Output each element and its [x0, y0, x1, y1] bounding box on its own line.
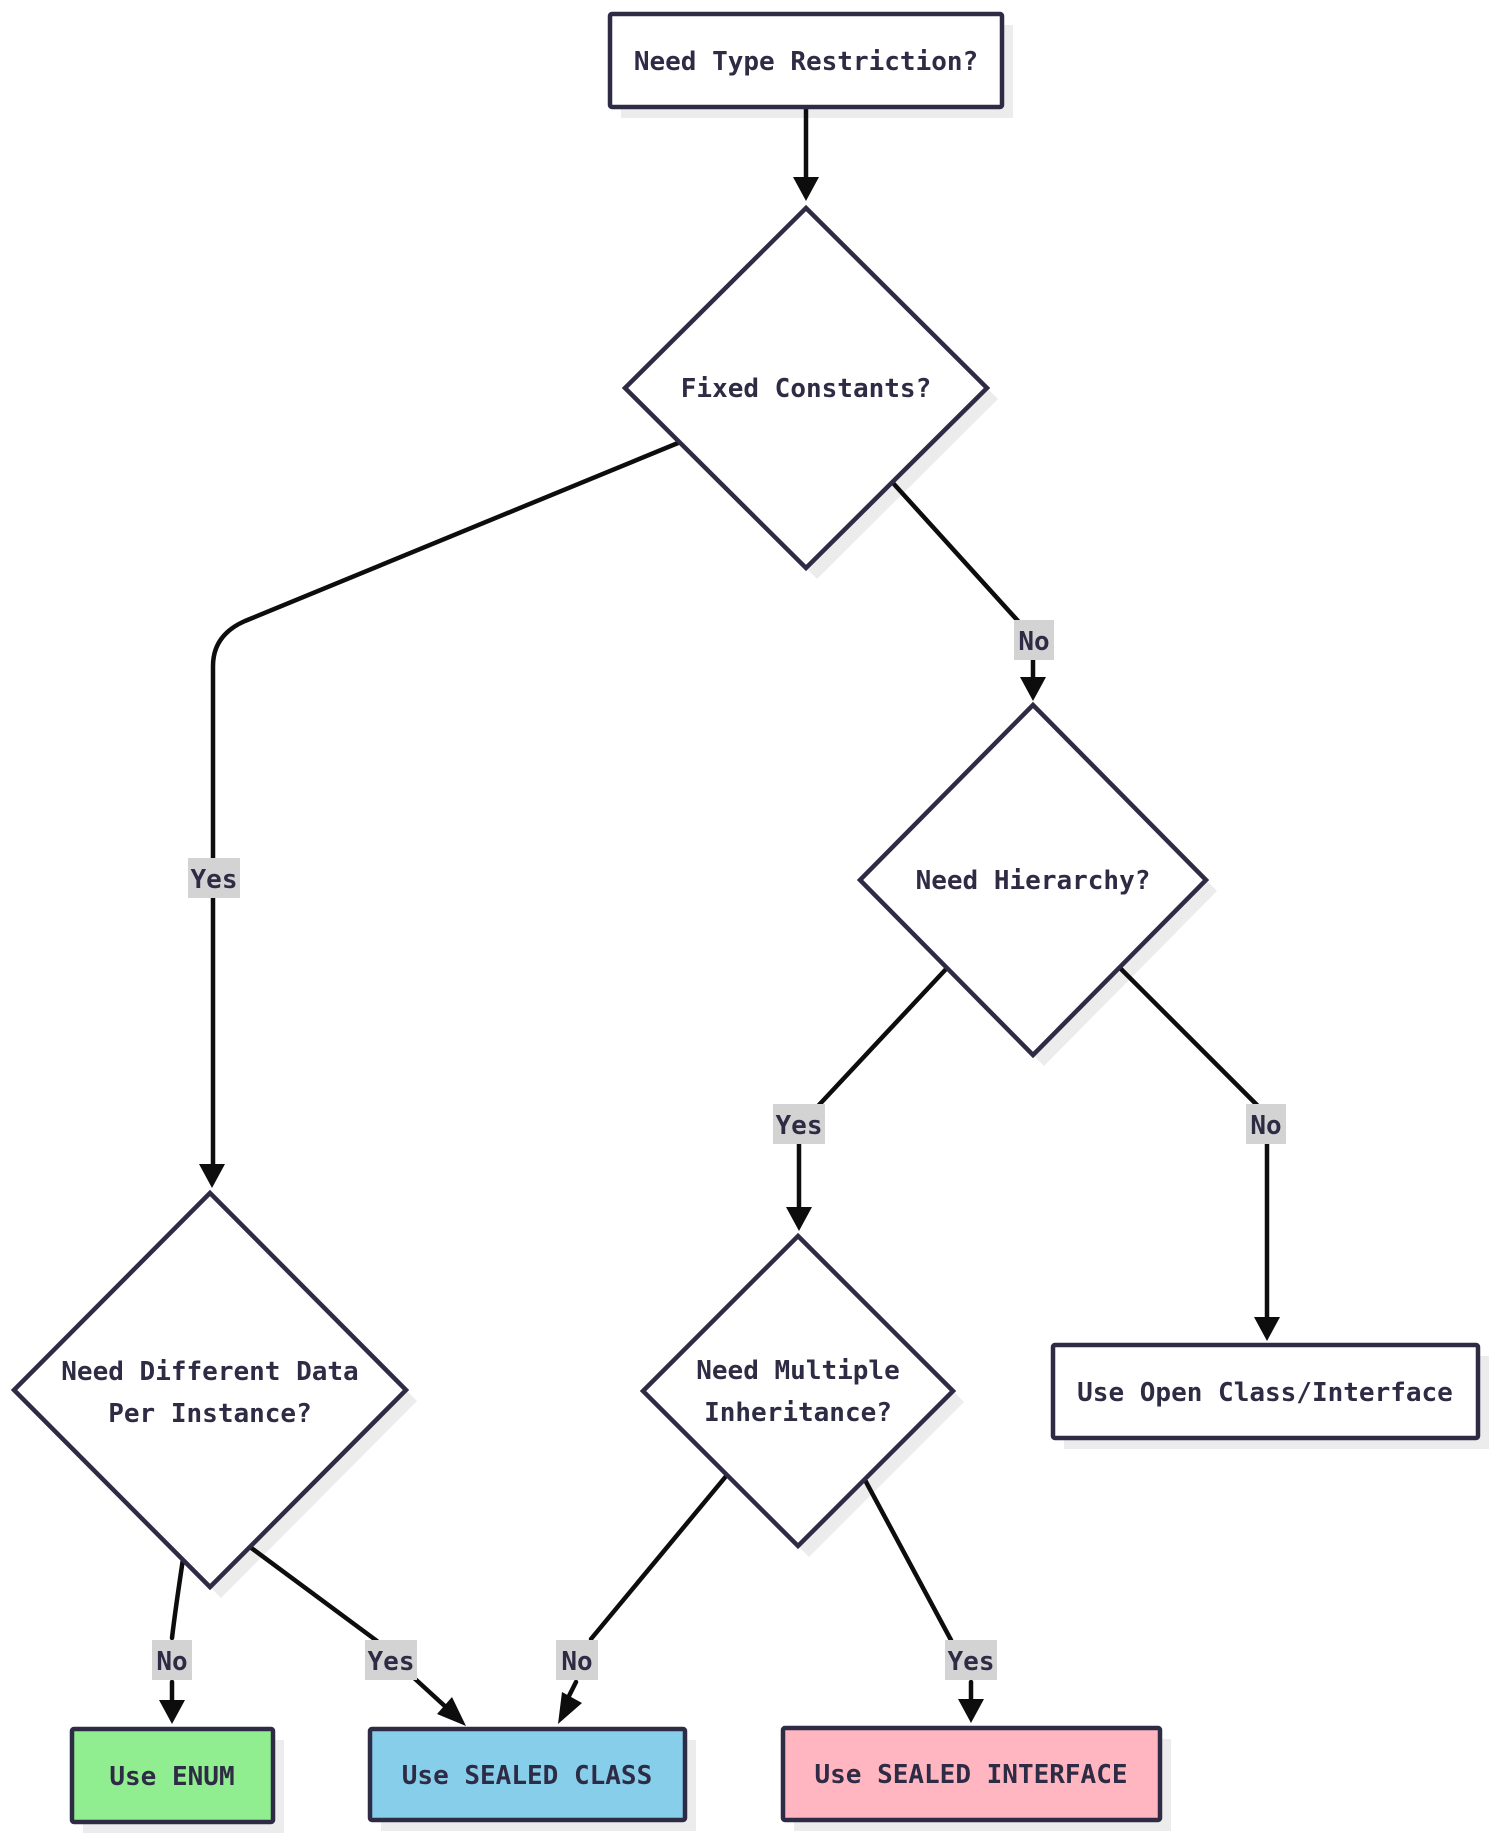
- edge-label-text: No: [1250, 1111, 1281, 1141]
- node-fixed-constants: Fixed Constants?: [621, 204, 991, 572]
- edges: [159, 104, 1280, 1726]
- edge-label-need-hierarchy-yes: Yes: [773, 1104, 825, 1144]
- edge-label-bg: [945, 1640, 997, 1680]
- node-label-line2: Inheritance?: [704, 1398, 892, 1428]
- node-use-sealed-interface: Use SEALED INTERFACE: [780, 1725, 1163, 1823]
- edge-labels: Yes No Yes No No Yes No Yes: [152, 620, 1286, 1680]
- edge-fixed-constants-yes: [210, 440, 681, 1173]
- node-label: Use SEALED INTERFACE: [814, 1760, 1127, 1790]
- edge-label-text: Yes: [191, 865, 238, 895]
- edge-label-bg: [773, 1104, 825, 1144]
- edge-label-text: Yes: [776, 1111, 823, 1141]
- arrowhead-down-icon: [1020, 677, 1046, 701]
- process-box: [607, 11, 1005, 110]
- nodes: Need Type Restriction? Fixed Constants? …: [10, 11, 1481, 1825]
- arrowhead-down-left-icon: [558, 1692, 582, 1724]
- result-box: [780, 1725, 1163, 1823]
- node-label: Use SEALED CLASS: [402, 1761, 652, 1791]
- edge-label-text: No: [156, 1647, 187, 1677]
- arrowhead-down-icon: [199, 1164, 225, 1188]
- node-need-hierarchy: Need Hierarchy?: [856, 701, 1210, 1059]
- edge-label-need-multiple-inheritance-no: No: [556, 1640, 598, 1680]
- node-need-different-data: Need Different Data Per Instance?: [10, 1189, 410, 1591]
- result-box: [367, 1726, 688, 1823]
- edge-need-multiple-inheritance-yes: [862, 1477, 954, 1643]
- edge-label-fixed-constants-no: No: [1014, 620, 1054, 660]
- decision-diamond: [639, 1232, 957, 1550]
- node-label: Fixed Constants?: [681, 374, 931, 404]
- node-need-multiple-inheritance: Need Multiple Inheritance?: [639, 1232, 957, 1550]
- edge-need-different-data-yes: [247, 1544, 380, 1644]
- edge-fixed-constants-no: [890, 480, 1031, 635]
- node-label-line2: Per Instance?: [108, 1399, 312, 1429]
- arrowhead-down-icon: [1254, 1317, 1280, 1341]
- decision-diamond: [10, 1189, 410, 1591]
- node-need-type-restriction: Need Type Restriction?: [607, 11, 1005, 110]
- node-label: Need Type Restriction?: [634, 47, 978, 77]
- edge-label-bg: [188, 858, 240, 898]
- arrowhead-down-icon: [958, 1699, 984, 1723]
- result-box: [1050, 1342, 1481, 1441]
- edge-label-text: Yes: [948, 1647, 995, 1677]
- node-use-enum: Use ENUM: [69, 1726, 276, 1825]
- edge-label-bg: [1014, 620, 1054, 660]
- edge-label-bg: [365, 1640, 417, 1680]
- edge-label-bg: [1246, 1104, 1286, 1144]
- node-label-line1: Need Multiple: [696, 1356, 900, 1386]
- arrowhead-down-right-icon: [437, 1697, 466, 1726]
- edge-label-text: No: [1018, 627, 1049, 657]
- node-label: Use Open Class/Interface: [1077, 1378, 1453, 1408]
- arrowhead-down-icon: [159, 1700, 185, 1724]
- decision-diamond: [621, 204, 991, 572]
- edge-need-hierarchy-yes: [815, 965, 950, 1109]
- node-label: Need Hierarchy?: [916, 866, 1151, 896]
- arrowhead-down-icon: [793, 177, 819, 201]
- node-use-sealed-class: Use SEALED CLASS: [367, 1726, 688, 1823]
- node-label: Use ENUM: [109, 1762, 234, 1792]
- edge-label-need-different-data-no: No: [152, 1640, 192, 1680]
- edge-label-need-hierarchy-no: No: [1246, 1104, 1286, 1144]
- edge-label-bg: [152, 1640, 192, 1680]
- edge-label-need-different-data-yes: Yes: [365, 1640, 417, 1680]
- result-box: [69, 1726, 276, 1825]
- edge-need-hierarchy-no: [1117, 965, 1260, 1108]
- edge-need-multiple-inheritance-no: [588, 1472, 730, 1642]
- edge-label-text: No: [561, 1647, 592, 1677]
- edge-label-need-multiple-inheritance-yes: Yes: [945, 1640, 997, 1680]
- edge-need-different-data-yes-2: [410, 1674, 451, 1712]
- edge-label-text: Yes: [368, 1647, 415, 1677]
- node-use-open-class-interface: Use Open Class/Interface: [1050, 1342, 1481, 1441]
- edge-label-bg: [556, 1640, 598, 1680]
- decision-diamond: [856, 701, 1210, 1059]
- edge-need-different-data-no: [169, 1556, 186, 1641]
- arrowhead-down-icon: [786, 1207, 812, 1231]
- node-label-line1: Need Different Data: [61, 1357, 358, 1387]
- edge-label-fixed-constants-yes: Yes: [188, 858, 240, 898]
